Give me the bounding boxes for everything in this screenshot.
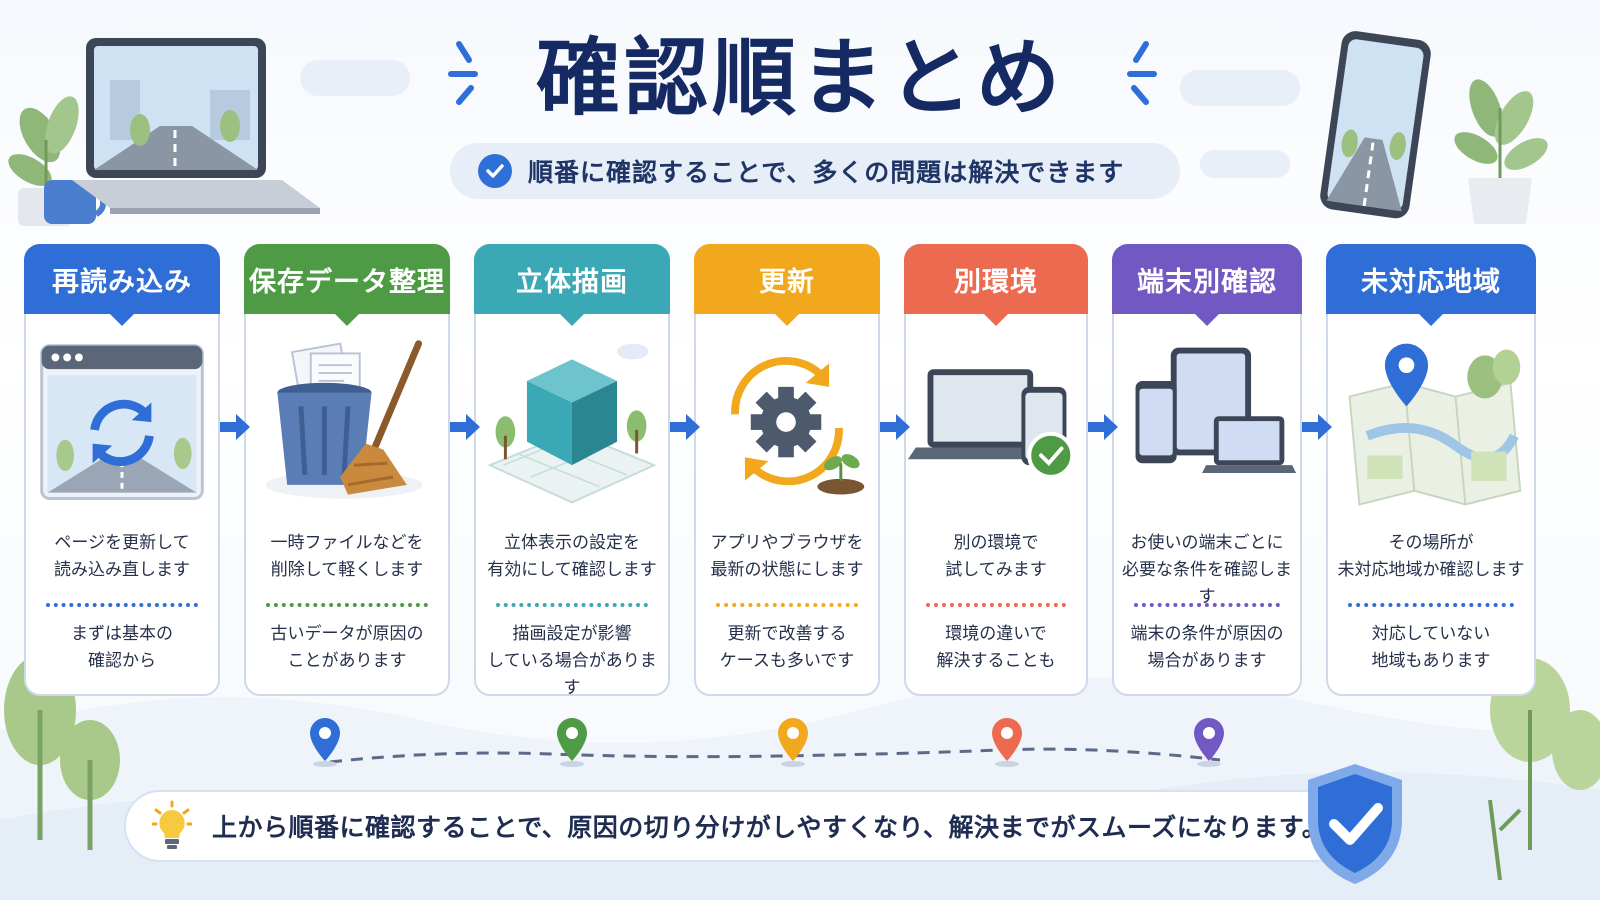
arrow-right-icon bbox=[670, 414, 700, 440]
step-card-update: 更新 アプリやブラウザを 最新の状態にします 更新で改善する ケースも多いです bbox=[694, 244, 880, 696]
trash-broom-icon bbox=[265, 340, 423, 499]
location-pin-icon bbox=[557, 718, 587, 767]
devices-icon bbox=[1135, 347, 1297, 473]
step-note: 対応していない 地域もあります bbox=[1371, 624, 1491, 671]
step-description: ページを更新して 読み込み直します bbox=[54, 533, 190, 580]
sparkle-right-icon bbox=[1127, 41, 1157, 105]
subtitle-banner: 順番に確認することで、多くの問題は解決できます bbox=[450, 143, 1180, 199]
divider bbox=[46, 603, 198, 607]
divider bbox=[496, 603, 648, 607]
step-card-reload: 再読み込み ページを更新して 読み込み直します まずは基本の 確認から bbox=[24, 244, 220, 696]
cube-icon bbox=[487, 343, 657, 504]
arrow-right-icon bbox=[220, 414, 250, 440]
step-title: 再読み込み bbox=[24, 244, 220, 326]
step-description: お使いの端末ごとに 必要な条件を確認します bbox=[1122, 533, 1292, 607]
step-title: 別環境 bbox=[904, 244, 1088, 326]
step-title: 立体描画 bbox=[474, 244, 670, 326]
arrow-right-icon bbox=[880, 414, 910, 440]
shield-check-icon bbox=[1308, 764, 1402, 884]
arrow-right-icon bbox=[450, 414, 480, 440]
step-description: アプリやブラウザを 最新の状態にします bbox=[710, 533, 864, 580]
step-card-data-cleanup: 保存データ整理 一時ファイルなどを 削除して軽くします 古いデータが原因の こと… bbox=[244, 244, 450, 696]
step-description: 別の環境で 試してみます bbox=[945, 533, 1047, 580]
step-note: 描画設定が影響 している場合があります bbox=[487, 624, 657, 698]
summary-banner: 上から順番に確認することで、原因の切り分けがしやすくなり、解決までがスムーズにな… bbox=[124, 790, 1354, 862]
laptop-illustration bbox=[8, 38, 320, 226]
step-card-other-environment: 別環境 別の環境で 試してみます 環境の違いで 解決することも bbox=[904, 244, 1088, 696]
step-description: 一時ファイルなどを 削除して軽くします bbox=[270, 533, 424, 580]
summary-text: 上から順番に確認することで、原因の切り分けがしやすくなり、解決までがスムーズにな… bbox=[212, 813, 1328, 842]
divider bbox=[716, 603, 858, 607]
laptop-phone-icon bbox=[907, 369, 1075, 479]
dashed-route bbox=[329, 747, 1221, 764]
subtitle-text: 順番に確認することで、多くの問題は解決できます bbox=[528, 158, 1125, 187]
arrow-right-icon bbox=[1302, 414, 1332, 440]
location-pin-icon bbox=[992, 718, 1022, 767]
gear-update-icon bbox=[731, 357, 865, 495]
step-note: まずは基本の 確認から bbox=[71, 624, 173, 671]
divider bbox=[926, 603, 1066, 607]
step-title: 未対応地域 bbox=[1326, 244, 1536, 326]
sparkle-left-icon bbox=[448, 41, 478, 105]
location-pin-icon bbox=[310, 718, 340, 767]
divider bbox=[1348, 603, 1514, 607]
divider bbox=[266, 603, 428, 607]
map-pin-icon bbox=[1348, 343, 1522, 506]
location-pin-icon bbox=[1194, 718, 1224, 767]
step-title: 保存データ整理 bbox=[244, 244, 450, 326]
lightbulb-icon bbox=[152, 800, 192, 849]
browser-refresh-icon bbox=[40, 344, 204, 500]
smartphone-illustration bbox=[1320, 31, 1548, 224]
step-title: 更新 bbox=[694, 244, 880, 326]
step-title: 端末別確認 bbox=[1112, 244, 1302, 326]
arrow-right-icon bbox=[1088, 414, 1118, 440]
step-card-unsupported-region: 未対応地域 その場所が 未対応地域か確認します 対応していない 地域もあります bbox=[1326, 244, 1536, 696]
step-note: 環境の違いで 解決することも bbox=[936, 624, 1056, 671]
check-circle-icon bbox=[478, 154, 512, 188]
step-description: 立体表示の設定を 有効にして確認します bbox=[487, 533, 657, 580]
location-pin-icon bbox=[778, 718, 808, 767]
divider bbox=[1134, 603, 1280, 607]
step-note: 端末の条件が原因の 場合があります bbox=[1130, 624, 1284, 671]
step-note: 古いデータが原因の ことがあります bbox=[270, 624, 424, 671]
step-card-3d-rendering: 立体描画 立体表示の設定を 有効にして確認します 描画設定が影響 している場合が… bbox=[474, 244, 670, 698]
step-note: 更新で改善する ケースも多いです bbox=[719, 624, 855, 671]
page-title: 確認順まとめ bbox=[535, 29, 1064, 127]
step-card-device-check: 端末別確認 お使いの端末ごとに 必要な条件を確認します 端末の条件が原因の 場合… bbox=[1112, 244, 1302, 696]
step-description: その場所が 未対応地域か確認します bbox=[1337, 533, 1525, 580]
